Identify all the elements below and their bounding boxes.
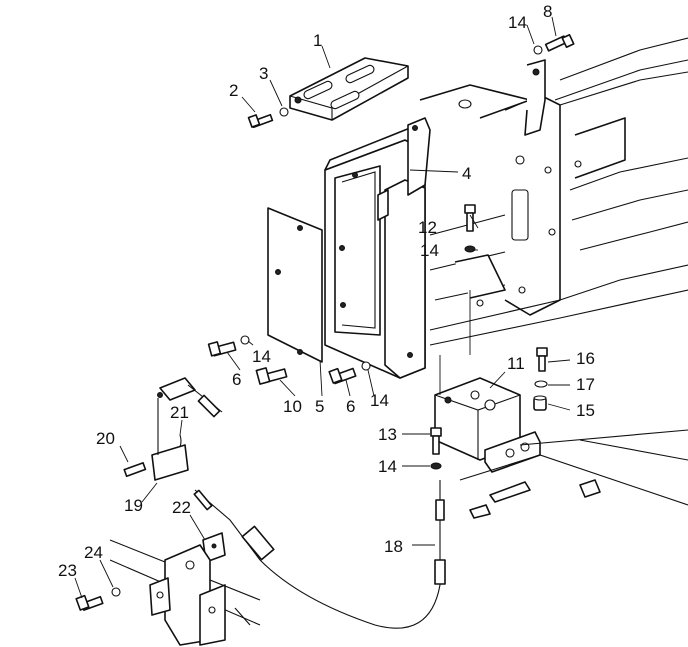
callout-12: 12 (418, 218, 437, 237)
callout-17: 17 (576, 375, 595, 394)
spacer-15 (533, 395, 547, 411)
callout-21: 21 (170, 403, 189, 422)
callout-24: 24 (84, 543, 103, 562)
callout-6-left: 6 (232, 370, 241, 389)
bolt-10 (255, 367, 288, 385)
callout-14-top: 14 (508, 13, 527, 32)
console-box (324, 117, 431, 379)
callout-14-right: 14 (370, 391, 389, 410)
lower-frame-mount (109, 539, 261, 646)
bolt-2 (247, 113, 274, 129)
callout-11: 11 (507, 354, 525, 373)
pin-20 (123, 462, 147, 478)
top-cover-plate (289, 57, 409, 121)
callout-labels: 1 2 3 4 14 8 12 14 6 14 10 5 6 14 11 16 … (58, 2, 595, 580)
floor-plate (459, 429, 688, 519)
washer-14-upper (464, 245, 476, 253)
upper-bracket (524, 59, 546, 136)
lever-linkage (151, 377, 223, 481)
bolt-13 (430, 427, 442, 455)
fasteners (75, 33, 575, 611)
leader-lines (74, 16, 571, 599)
callout-2: 2 (229, 81, 238, 100)
callout-19: 19 (124, 496, 143, 515)
callout-3: 3 (259, 64, 268, 83)
washer-17 (534, 380, 548, 388)
callout-14-left: 14 (252, 347, 271, 366)
callout-1: 1 (313, 31, 322, 50)
bolt-12 (464, 204, 476, 232)
washer-14-right (361, 361, 371, 371)
bolt-23 (75, 594, 104, 611)
callout-20: 20 (96, 429, 115, 448)
callout-13: 13 (378, 425, 397, 444)
bolt-6-right (328, 367, 357, 385)
lower-mounting-bracket (434, 377, 541, 473)
bolt-6-left (207, 341, 237, 357)
callout-8: 8 (543, 2, 552, 21)
washer-14-top (533, 45, 543, 55)
callout-5: 5 (315, 397, 324, 416)
callout-14-lower: 14 (378, 457, 397, 476)
callout-10: 10 (283, 397, 302, 416)
bolt-16 (536, 347, 548, 372)
callout-6-right: 6 (346, 397, 355, 416)
callout-22: 22 (172, 498, 191, 517)
callout-15: 15 (576, 401, 595, 420)
cab-frame-structure (419, 37, 688, 346)
side-cover-panel (267, 207, 323, 363)
washer-3 (279, 107, 289, 117)
washer-24 (111, 587, 121, 597)
control-cable (193, 480, 446, 629)
callout-14-upper: 14 (420, 241, 439, 260)
callout-23: 23 (58, 561, 77, 580)
callout-18: 18 (384, 537, 403, 556)
washer-14-lower (430, 462, 442, 470)
bolt-8 (544, 33, 575, 52)
washer-14-left (240, 335, 250, 345)
callout-4: 4 (462, 164, 471, 183)
callout-16: 16 (576, 349, 595, 368)
